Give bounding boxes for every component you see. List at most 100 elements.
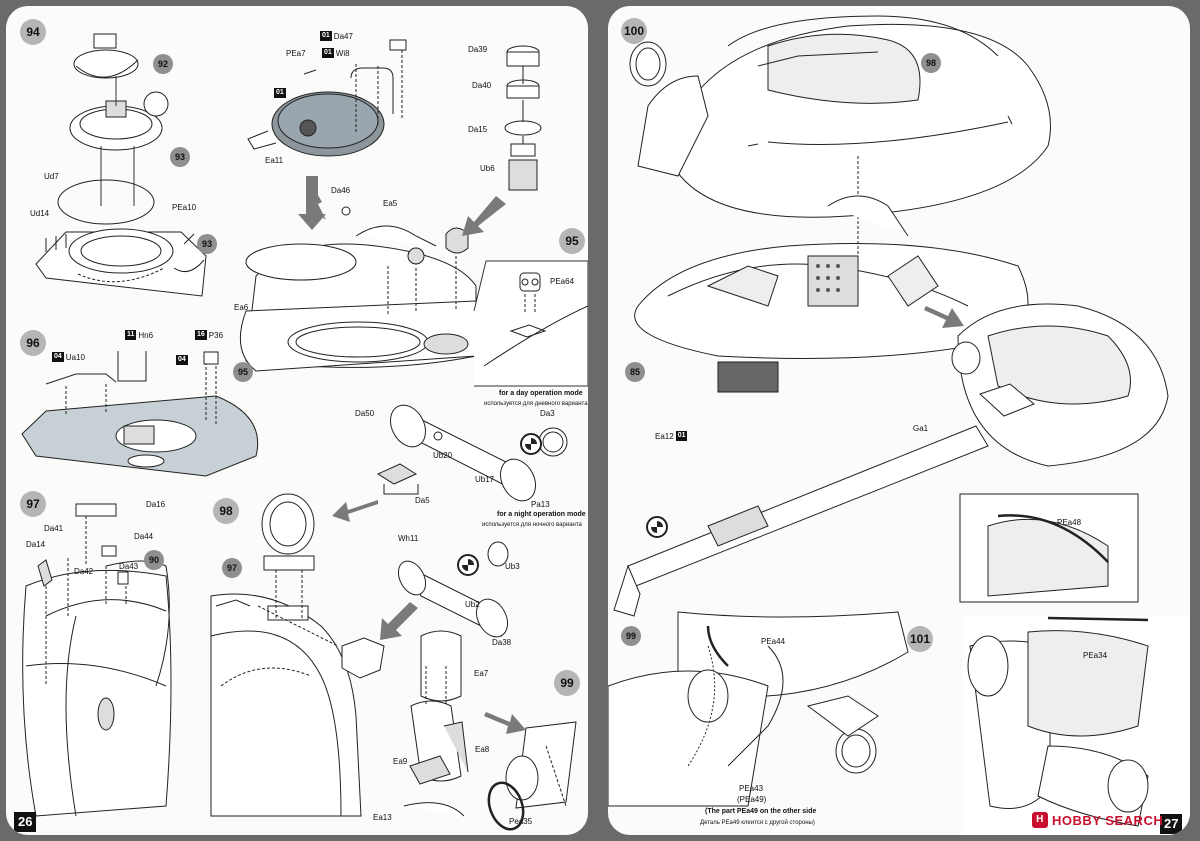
note-day-mode: for a day operation mode [499, 390, 583, 397]
part-label-ea9: Ea9 [393, 757, 408, 766]
part-label-da43: Da43 [119, 562, 139, 571]
sprue-part: Ua10 [65, 352, 85, 362]
part-label-da3: Da3 [540, 409, 555, 418]
callout-99: 99 [621, 626, 641, 646]
watermark-logo: H [1032, 812, 1048, 828]
part-label-pea34: PEa34 [1083, 651, 1108, 660]
step95-drawing [239, 206, 487, 372]
part-label-da44: Da44 [134, 532, 154, 541]
part-label-da5: Da5 [415, 496, 430, 505]
step101-left-drawing [608, 611, 909, 807]
sprue-number: 04 [52, 352, 64, 362]
step-number-94: 94 [20, 19, 46, 45]
note-day-mode-ru: используется для дневного варианта [484, 401, 588, 407]
part-label-ea11: Ea11 [265, 156, 284, 165]
part-label-ea8: Ea8 [475, 745, 490, 754]
note-other-side: (The part PEa49 on the other side [705, 808, 817, 815]
step-number-99: 99 [554, 670, 580, 696]
part-label-ea6: Ea6 [234, 303, 249, 312]
part-label-ea5: Ea5 [383, 199, 398, 208]
sprue-tag-01: 01 [274, 88, 286, 98]
sprue-number: 01 [675, 431, 688, 441]
part-label-pea10: PEa10 [172, 203, 197, 212]
sprue-part: Hn6 [138, 330, 154, 340]
part-label-da16: Da16 [146, 500, 166, 509]
sprue-part: Ea12 [655, 431, 674, 441]
step-number-100: 100 [621, 18, 647, 44]
part-label-ub17: Ub17 [475, 475, 495, 484]
turret-top-drawing [629, 15, 1051, 256]
turret-gun-drawing [613, 303, 1169, 617]
step-number-98: 98 [213, 498, 239, 524]
part-label-da38: Da38 [492, 638, 512, 647]
sprue-number: 01 [274, 88, 286, 98]
callout-93: 93 [170, 147, 190, 167]
left-page: 94 95 96 97 98 99 92 93 93 95 90 97 Ud7 … [6, 6, 588, 835]
part-label-da14: Da14 [26, 540, 46, 549]
sprue-tag-04: 04 [176, 355, 188, 365]
step-number-101: 101 [907, 626, 933, 652]
part-label-pea49: (PEa49) [737, 795, 767, 804]
note-night-mode: for a night operation mode [497, 511, 586, 518]
part-label-da15: Da15 [468, 125, 488, 134]
detail-inset [473, 260, 588, 387]
pea48-inset [959, 493, 1139, 603]
page-number: 27 [1160, 814, 1183, 834]
part-label-da46: Da46 [331, 186, 351, 195]
step-number-95: 95 [559, 228, 585, 254]
part-label-wh11: Wh11 [398, 534, 419, 543]
note-night-mode-ru: используется для ночного варианта [482, 522, 582, 528]
sprue-number: 01 [320, 31, 332, 41]
sprue-number: 11 [125, 330, 137, 340]
part-label-ud14: Ud14 [30, 209, 50, 218]
part-label-ga1: Ga1 [913, 424, 929, 433]
step-number-96: 96 [20, 330, 46, 356]
step99-drawing [487, 721, 577, 831]
note-other-side-ru: Деталь PEa49 клеится с другой стороны) [700, 820, 815, 826]
step97-drawing [22, 503, 172, 817]
callout-95: 95 [233, 362, 253, 382]
left-page-drawings [21, 33, 588, 831]
periscope-stack-drawing [504, 45, 542, 191]
part-label-pea7: PEa7 [286, 49, 306, 58]
step98-sight-drawing [397, 541, 509, 817]
part-label-ub2: Ub2 [465, 600, 480, 609]
glue-icon [457, 554, 479, 576]
part-label-pea64: PEa64 [550, 277, 575, 286]
sprue-number: 01 [322, 48, 334, 58]
step101-right-drawing [963, 616, 1190, 835]
part-label-da41: Da41 [44, 524, 64, 533]
part-label-ub6: Ub6 [480, 164, 495, 173]
callout-93: 93 [197, 234, 217, 254]
sprue-number: 16 [195, 330, 207, 340]
part-label-ea7: Ea7 [474, 669, 489, 678]
assembly-arrows [298, 176, 526, 734]
sprue-part: Wi8 [335, 48, 350, 58]
watermark-text: HOBBY SEARCH [1052, 812, 1164, 828]
part-label-pea48: PEa48 [1057, 518, 1082, 527]
part-label-pea43: PEa43 [739, 784, 764, 793]
part-label-da40: Da40 [472, 81, 492, 90]
part-label-da42: Da42 [74, 567, 94, 576]
sprue-part: Da47 [333, 31, 353, 41]
part-label-ud7: Ud7 [44, 172, 59, 181]
callout-90: 90 [144, 550, 164, 570]
part-label-da50: Da50 [355, 409, 375, 418]
glue-icon [646, 516, 668, 538]
part-label-ub3: Ub3 [505, 562, 520, 571]
part-label-pea35: Pea35 [509, 817, 533, 826]
assembly-arrows [924, 306, 964, 328]
callout-97: 97 [222, 558, 242, 578]
glue-icon [520, 433, 542, 455]
turret-interior-drawing [634, 195, 1029, 393]
step94-lid-drawing [247, 39, 407, 157]
part-label-ea13: Ea13 [373, 813, 392, 822]
step94-drawing [35, 33, 207, 297]
page-number: 26 [14, 812, 37, 832]
callout-92: 92 [153, 54, 173, 74]
